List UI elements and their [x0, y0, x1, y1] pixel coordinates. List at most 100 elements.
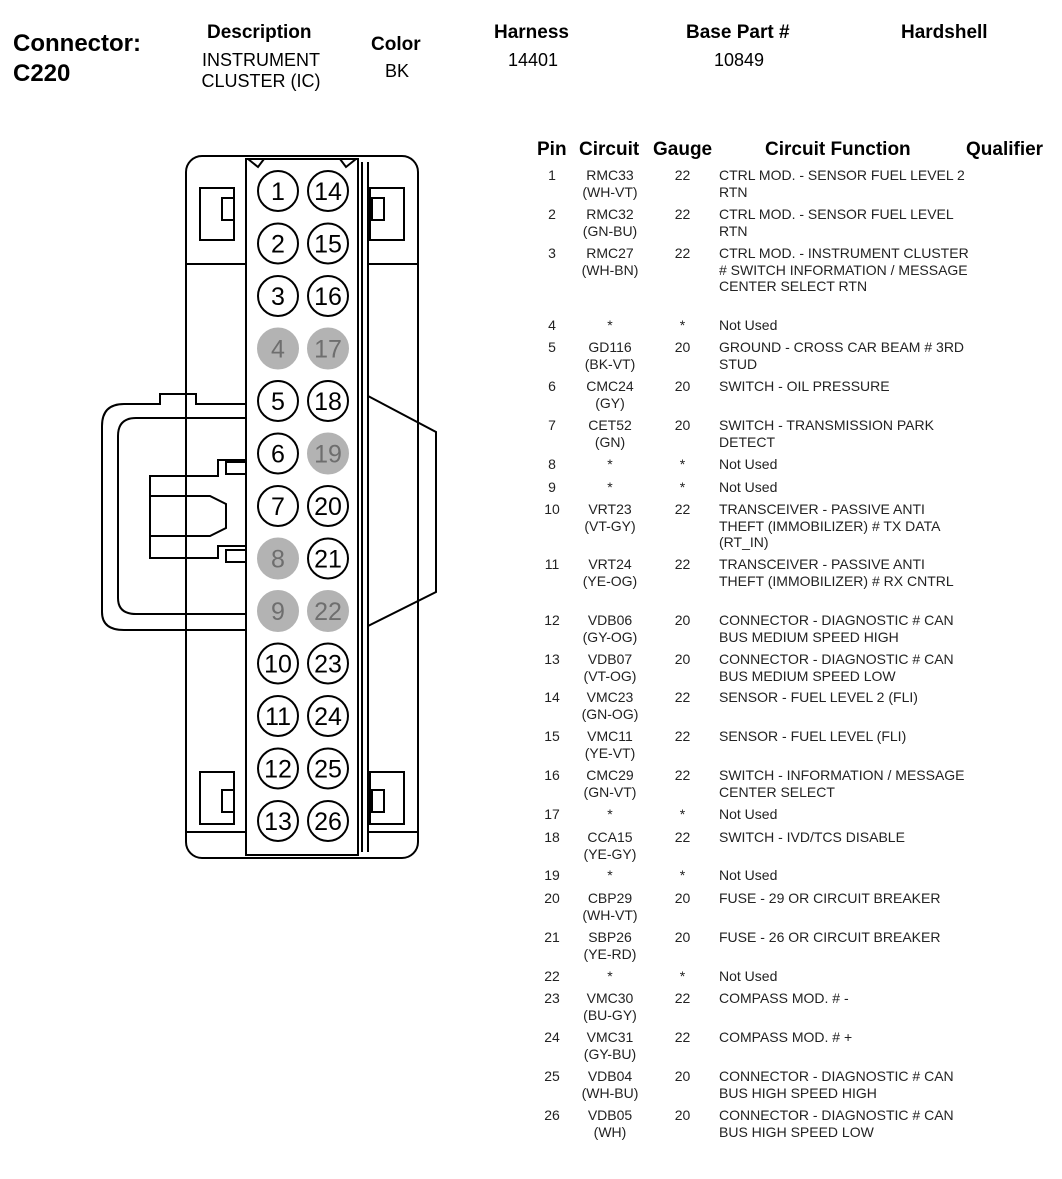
- cell-circuit: RMC32(GN-BU): [568, 206, 652, 239]
- cell-pin: 1: [548, 167, 556, 183]
- cell-circuit: VMC11(YE-VT): [568, 728, 652, 761]
- cell-circuit: GD116(BK-VT): [568, 339, 652, 372]
- cell-circuit-function: CTRL MOD. - INSTRUMENT CLUSTER # SWITCH …: [719, 245, 969, 294]
- cell-circuit: *: [568, 806, 652, 823]
- cell-circuit: VRT24(YE-OG): [568, 556, 652, 589]
- locking-clip-inner: [117, 417, 246, 615]
- circuit-name: VDB07: [587, 651, 633, 667]
- circuit-color: (WH): [593, 1123, 627, 1140]
- circuit-name: CET52: [588, 417, 632, 433]
- cell-pin: 12: [544, 612, 560, 628]
- cell-gauge: *: [679, 867, 686, 883]
- circuit-color: (WH-BN): [581, 261, 639, 278]
- cell-pin: 21: [544, 929, 560, 945]
- cell-gauge: *: [679, 456, 686, 472]
- cell-circuit-function: CONNECTOR - DIAGNOSTIC # CAN BUS HIGH SP…: [719, 1107, 954, 1140]
- pin-cavity-16: 16: [307, 275, 349, 317]
- harness-value: 14401: [507, 50, 559, 70]
- pin-number: 10: [264, 651, 292, 679]
- pin-number: 16: [314, 283, 342, 311]
- pin-circle: [307, 800, 349, 842]
- cell-circuit-function: TRANSCEIVER - PASSIVE ANTI THEFT (IMMOBI…: [719, 501, 940, 550]
- pin-number: 11: [265, 703, 291, 731]
- pin-number: 24: [314, 703, 342, 731]
- cell-circuit: VDB05(WH): [568, 1107, 652, 1140]
- pin-number: 26: [314, 808, 342, 836]
- cell-circuit: VMC30(BU-GY): [568, 990, 652, 1023]
- cell-pin: 9: [548, 479, 556, 495]
- pin-cavity-1: 1: [257, 170, 299, 212]
- circuit-color: (GN): [594, 433, 626, 450]
- circuit-color: (GN-VT): [583, 783, 637, 800]
- cell-gauge: *: [679, 968, 686, 984]
- cell-circuit: SBP26(YE-RD): [568, 929, 652, 962]
- circuit-name: *: [607, 806, 613, 822]
- cell-pin: 23: [544, 990, 560, 1006]
- cell-circuit-function: COMPASS MOD. # -: [719, 990, 849, 1006]
- cell-gauge: 22: [674, 206, 691, 222]
- circuit-color: (YE-VT): [584, 744, 636, 761]
- locking-tab: [150, 495, 227, 537]
- cell-pin: 6: [548, 378, 556, 394]
- cell-circuit-function: TRANSCEIVER - PASSIVE ANTI THEFT (IMMOBI…: [719, 556, 954, 589]
- pin-number: 9: [271, 598, 285, 626]
- circuit-name: *: [607, 317, 613, 333]
- circuit-name: RMC33: [586, 167, 634, 183]
- cell-pin: 7: [548, 417, 556, 433]
- base-part-value: 10849: [713, 50, 765, 70]
- cell-gauge: 20: [674, 378, 691, 394]
- cell-gauge: 22: [674, 689, 691, 705]
- base-part-header: Base Part #: [686, 22, 790, 43]
- cell-circuit: CMC24(GY): [568, 378, 652, 411]
- circuit-color: (GN-OG): [581, 705, 639, 722]
- cell-gauge: 20: [674, 417, 691, 433]
- color-header: Color: [371, 34, 421, 55]
- circuit-name: SBP26: [588, 929, 632, 945]
- cell-circuit-function: CTRL MOD. - SENSOR FUEL LEVEL 2 RTN: [719, 167, 965, 200]
- circuit-name: CCA15: [587, 829, 633, 845]
- pin-cavity-8: 8: [257, 537, 299, 580]
- pin-number: 1: [271, 178, 285, 206]
- cell-circuit: CCA15(YE-GY): [568, 829, 652, 862]
- cell-circuit: *: [568, 867, 652, 884]
- pin-cavity-3: 3: [257, 275, 299, 317]
- cell-circuit-function: Not Used: [719, 867, 778, 883]
- locking-arm: [149, 459, 246, 559]
- pin-circle: [257, 485, 299, 527]
- pin-cavity-15: 15: [307, 222, 349, 265]
- circuit-name: *: [607, 456, 613, 472]
- pin-circle: [257, 590, 299, 632]
- latch-slot-upper-right: [369, 187, 405, 241]
- cell-gauge: 22: [674, 245, 691, 261]
- pin-number: 2: [271, 231, 285, 259]
- cell-pin: 15: [544, 728, 560, 744]
- cell-gauge: 20: [674, 651, 691, 667]
- pin-circle: [307, 485, 349, 527]
- circuit-name: CMC29: [586, 767, 634, 783]
- cell-circuit-function: Not Used: [719, 479, 778, 495]
- circuit-color: (WH-VT): [582, 183, 638, 200]
- cell-circuit: VMC23(GN-OG): [568, 689, 652, 722]
- cell-circuit: CMC29(GN-VT): [568, 767, 652, 800]
- pin-circle: [257, 537, 299, 580]
- cell-pin: 25: [544, 1068, 560, 1084]
- pin-number: 15: [314, 231, 342, 259]
- cell-pin: 8: [548, 456, 556, 472]
- pin-circle: [307, 642, 349, 685]
- cell-gauge: 22: [674, 728, 691, 744]
- cell-circuit-function: Not Used: [719, 968, 778, 984]
- pin-cavity-25: 25: [307, 747, 349, 790]
- circuit-name: CMC24: [586, 378, 634, 394]
- pin-cavity-22: 22: [307, 590, 349, 632]
- cell-circuit-function: Not Used: [719, 317, 778, 333]
- col-header-gauge: Gauge: [653, 139, 713, 160]
- pin-cavity-24: 24: [307, 695, 349, 737]
- pin-cavity-14: 14: [307, 170, 349, 212]
- pin-cavity-26: 26: [307, 800, 349, 842]
- cell-pin: 20: [544, 890, 560, 906]
- cell-circuit-function: SWITCH - TRANSMISSION PARK DETECT: [719, 417, 934, 450]
- circuit-name: VRT23: [588, 501, 632, 517]
- circuit-color: (YE-OG): [582, 572, 638, 589]
- cell-circuit-function: FUSE - 26 OR CIRCUIT BREAKER: [719, 929, 941, 945]
